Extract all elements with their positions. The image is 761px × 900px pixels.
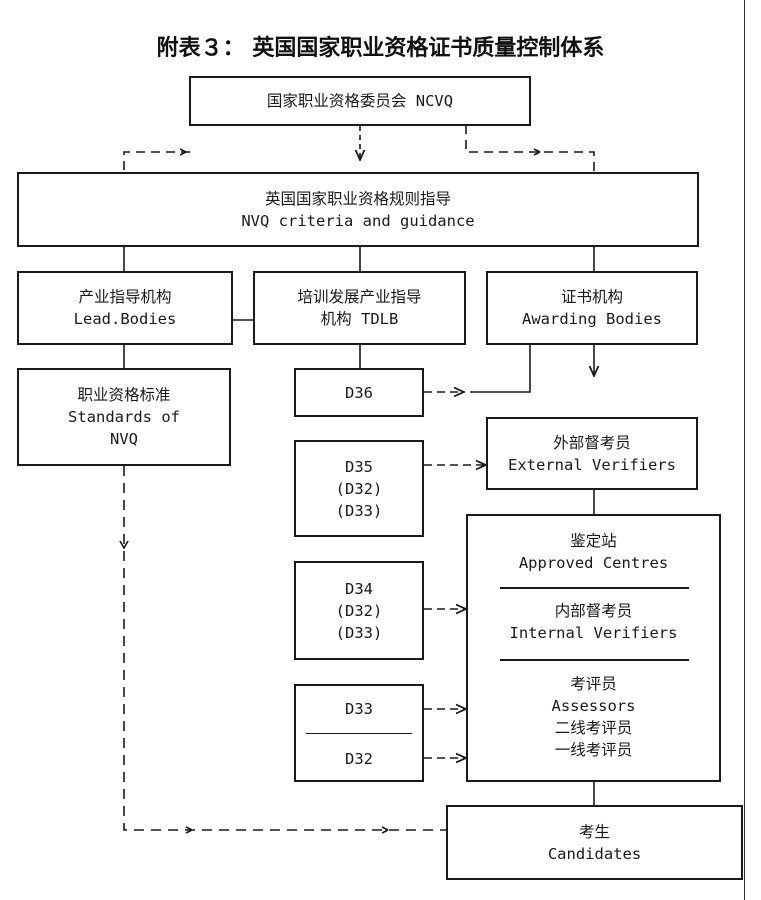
tdlb-label-zh: 培训发展产业指导 [297, 288, 422, 306]
lead-bodies-label-zh: 产业指导机构 [78, 288, 172, 306]
d34-d33-label: (D33) [335, 623, 383, 642]
criteria-label-en: NVQ criteria and guidance [241, 211, 475, 230]
d35-label: D35 [345, 457, 373, 476]
approved-centres-label-zh: 鉴定站 [570, 532, 617, 550]
standards-label-en-1: Standards of [68, 408, 180, 426]
d34-label: D34 [345, 579, 373, 598]
criteria-label-zh: 英国国家职业资格规则指导 [264, 189, 451, 208]
assessors-section: 考评员 Assessors 二线考评员 一线考评员 [468, 673, 719, 761]
centres-divider-2 [500, 659, 689, 661]
approved-centres-section: 鉴定站 Approved Centres [468, 530, 719, 574]
internal-verifiers-label-zh: 内部督考员 [554, 602, 633, 620]
level2-assessors-label: 二线考评员 [554, 719, 633, 737]
lead-bodies-box: 产业指导机构 Lead.Bodies [17, 271, 233, 345]
d35-d32-label: (D32) [335, 479, 383, 498]
d33-label: D33 [345, 700, 373, 718]
criteria-box: 英国国家职业资格规则指导 NVQ criteria and guidance [17, 172, 699, 247]
external-verifiers-label-zh: 外部督考员 [553, 433, 631, 452]
assessors-label-zh: 考评员 [570, 675, 617, 693]
awarding-bodies-box: 证书机构 Awarding Bodies [486, 271, 698, 345]
ncvq-box: 国家职业资格委员会 NCVQ [189, 76, 531, 126]
standards-label-en-2: NVQ [110, 430, 138, 448]
tdlb-box: 培训发展产业指导 机构 TDLB [253, 271, 466, 345]
page-edge-rule [744, 0, 745, 900]
candidates-label-zh: 考生 [578, 822, 610, 841]
d33-section: D33 [296, 698, 422, 720]
d34-box: D34 (D32) (D33) [294, 561, 424, 660]
d33-d32-box: D33 D32 [294, 684, 424, 782]
tdlb-label-en: 机构 TDLB [320, 310, 399, 328]
lead-bodies-label-en: Lead.Bodies [73, 310, 177, 328]
level1-assessors-label: 一线考评员 [554, 741, 633, 759]
centres-divider-1 [500, 587, 689, 589]
approved-centres-box: 鉴定站 Approved Centres 内部督考员 Internal Veri… [466, 514, 721, 782]
d36-label: D36 [345, 383, 373, 402]
d34-d32-label: (D32) [335, 601, 383, 620]
d35-d33-label: (D33) [335, 501, 383, 520]
assessors-label-en: Assessors [551, 697, 636, 715]
diagram-title: 附表３： 英国国家职业资格证书质量控制体系 [156, 36, 605, 61]
candidates-box: 考生 Candidates [446, 805, 743, 880]
candidates-label-en: Candidates [547, 844, 642, 863]
external-verifiers-box: 外部督考员 External Verifiers [486, 417, 698, 490]
internal-verifiers-section: 内部督考员 Internal Verifiers [468, 600, 719, 644]
standards-box: 职业资格标准 Standards of NVQ [17, 368, 231, 466]
awarding-bodies-label-en: Awarding Bodies [522, 310, 662, 328]
d36-box: D36 [294, 368, 424, 417]
standards-label-zh: 职业资格标准 [77, 386, 171, 404]
d33-d32-divider [306, 733, 412, 734]
ncvq-label: 国家职业资格委员会 NCVQ [266, 92, 454, 110]
approved-centres-label-en: Approved Centres [518, 554, 669, 572]
external-verifiers-label-en: External Verifiers [508, 455, 676, 474]
d32-label: D32 [345, 750, 373, 768]
internal-verifiers-label-en: Internal Verifiers [509, 624, 678, 642]
d35-box: D35 (D32) (D33) [294, 440, 424, 537]
d32-section: D32 [296, 748, 422, 770]
awarding-bodies-label-zh: 证书机构 [560, 288, 623, 306]
